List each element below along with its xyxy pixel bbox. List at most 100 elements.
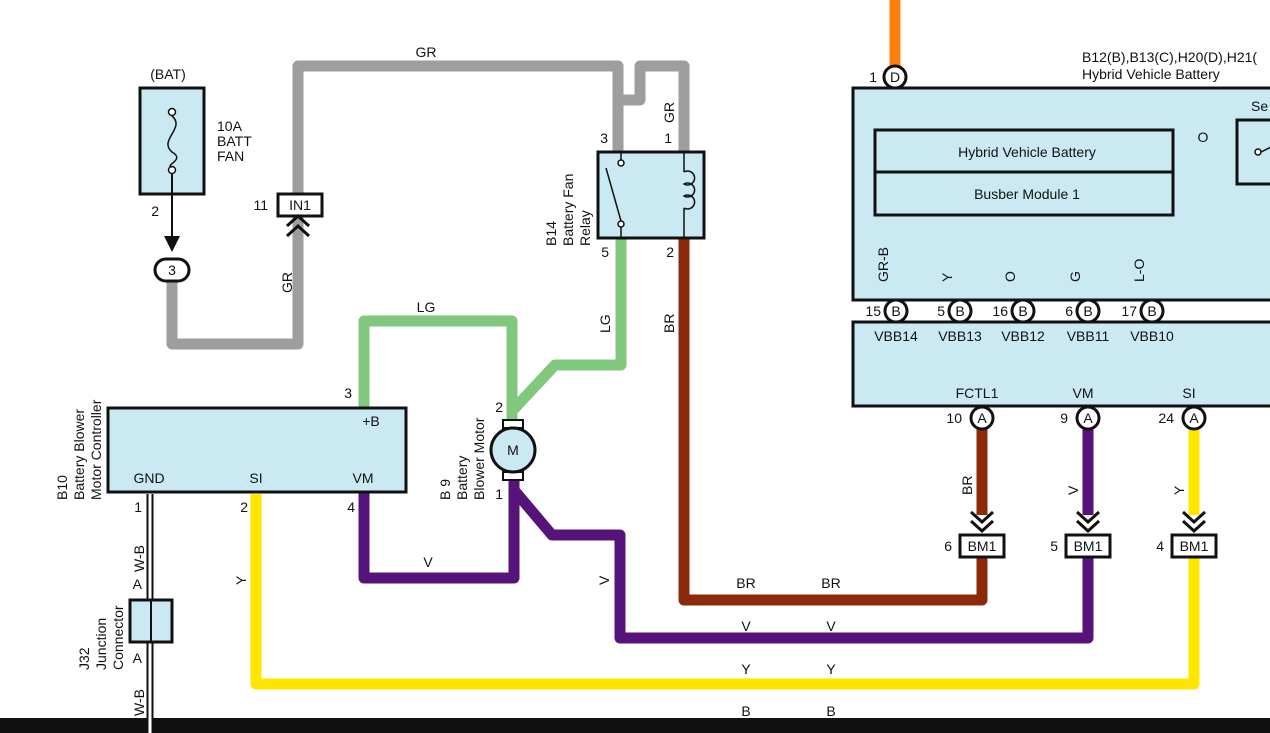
wire-v-loop [358, 480, 520, 584]
a-wire-label: V [1065, 485, 1081, 495]
bm1-connector [958, 533, 1006, 559]
in1-chevron-icon [285, 213, 311, 238]
wire-label-br-relay: BR [661, 314, 677, 333]
motor-name2: Blower Motor [471, 417, 487, 500]
vbb-pin-number: 16 [992, 303, 1008, 319]
wire-label-y-bottom2: Y [826, 661, 836, 677]
wire-label-y-left: Y [233, 575, 249, 585]
a-pin-number: 10 [946, 410, 962, 426]
wire-label-gr-top: GR [416, 44, 437, 60]
vbb-pin-name: VBB13 [938, 328, 982, 344]
vbb-pin-name: VBB10 [1130, 328, 1174, 344]
fuse-pin: 2 [151, 203, 159, 219]
bm1-connector [1064, 533, 1112, 559]
bm1-label: BM1 [1074, 538, 1103, 554]
a-pin-letter: A [1189, 410, 1199, 426]
wire-label-wb-bottom: W-B [131, 689, 147, 716]
a-pin-circle [1075, 405, 1101, 431]
controller-pin4: 4 [347, 499, 355, 515]
wire-label-br-bottom2: BR [821, 575, 840, 591]
junction-pin-bottom: A [133, 650, 143, 666]
a-pin-letter: A [1083, 410, 1093, 426]
a-pin-name: FCTL1 [956, 385, 999, 401]
ecu-lower-box [851, 320, 1270, 408]
ecu-sensor-box [1235, 118, 1270, 186]
ecu-inner-bottom: Busber Module 1 [974, 186, 1080, 202]
vbb-pin-number: 5 [937, 303, 945, 319]
controller-name2: Motor Controller [88, 399, 104, 500]
motor-symbol: M [507, 442, 519, 458]
motor-pin1: 1 [495, 486, 503, 502]
vbb-pin-number: 6 [1065, 303, 1073, 319]
vbb-pin-circle [947, 298, 973, 324]
wire-label-v-bottom1: V [741, 618, 751, 634]
vbb-pin-name: VBB14 [874, 328, 918, 344]
wire-label-b-bottom2: B [826, 703, 835, 719]
motor-pin2: 2 [495, 399, 503, 415]
relay-pin5: 5 [601, 244, 609, 260]
vbb-wire-label: O [1002, 271, 1018, 282]
relay-name2: Relay [577, 210, 593, 246]
ecu-pin-d-number: 1 [869, 69, 877, 85]
controller-pin1: 1 [134, 499, 142, 515]
a-wire-label: Y [1171, 485, 1187, 495]
motor-id: B 9 [437, 479, 453, 500]
controller-si: SI [249, 470, 262, 486]
wire-v [509, 486, 1094, 644]
controller-vm: VM [353, 470, 374, 486]
wire-y [250, 494, 1200, 690]
wire-lg-relay [508, 238, 627, 414]
controller-name1: Battery Blower [71, 409, 87, 500]
fuse-connector [153, 257, 191, 283]
fuse-connector-label: 3 [168, 262, 176, 278]
fuse-name2: FAN [217, 148, 244, 164]
bm1-chevron-icon [1075, 510, 1101, 534]
vbb-pin-letter: B [1018, 303, 1027, 319]
vbb-pin-letter: B [1147, 303, 1156, 319]
controller-gnd: GND [133, 470, 164, 486]
relay-coil-icon [682, 152, 696, 238]
ground-bus [0, 718, 1270, 733]
vbb-wire-label: GR-B [875, 247, 891, 282]
vbb-pin-name: VBB12 [1001, 328, 1045, 344]
wire-label-y-bottom1: Y [741, 661, 751, 677]
vbb-pin-letter: B [1083, 303, 1092, 319]
relay-switch-icon [605, 152, 625, 238]
controller-pin3: 3 [344, 385, 352, 401]
a-pin-circle [1181, 405, 1207, 431]
bm1-label: BM1 [1180, 538, 1209, 554]
bm1-chevron-icon [1181, 510, 1207, 534]
vbb-pin-name: VBB11 [1067, 328, 1110, 344]
relay-pin3: 3 [600, 130, 608, 146]
wire-label-gr-relay: GR [661, 102, 677, 123]
ecu-inner-top: Hybrid Vehicle Battery [958, 144, 1096, 160]
a-pin-number: 9 [1060, 410, 1068, 426]
vbb-wire-label: Y [939, 272, 955, 282]
wire-gr [166, 60, 690, 350]
wire-label-v-bottom2: V [826, 618, 836, 634]
ecu-sensor-label: Se [1251, 98, 1268, 114]
ecu-pin-d-letter: D [890, 69, 900, 85]
in1-label: IN1 [289, 197, 311, 213]
relay-name1: Battery Fan [560, 174, 576, 246]
controller-plusb: +B [362, 413, 380, 429]
bm1-connector [1170, 533, 1218, 559]
vbb-pin-circle [1075, 298, 1101, 324]
vbb-pin-circle [883, 298, 909, 324]
ecu-orange-label: O [1198, 129, 1209, 145]
wire-label-lg-top: LG [417, 299, 436, 315]
vbb-wire-label: G [1067, 271, 1083, 282]
vbb-pin-letter: B [955, 303, 964, 319]
fuse-amp: 10A [217, 118, 243, 134]
wire-label-v-loop: V [423, 554, 433, 570]
vbb-pin-letter: B [891, 303, 900, 319]
bm1-pin: 5 [1050, 538, 1058, 554]
ecu-name-title: Hybrid Vehicle Battery [1082, 66, 1220, 82]
junction-name1: Junction [93, 618, 109, 670]
vbb-pin-circle [1139, 298, 1165, 324]
ecu-pin-d [882, 64, 908, 90]
vbb-pin-circle [1010, 298, 1036, 324]
ecu-vbb-pins: B15VBB14GR-BB5VBB13YB16VBB12OB6VBB11GB17… [865, 247, 1174, 344]
